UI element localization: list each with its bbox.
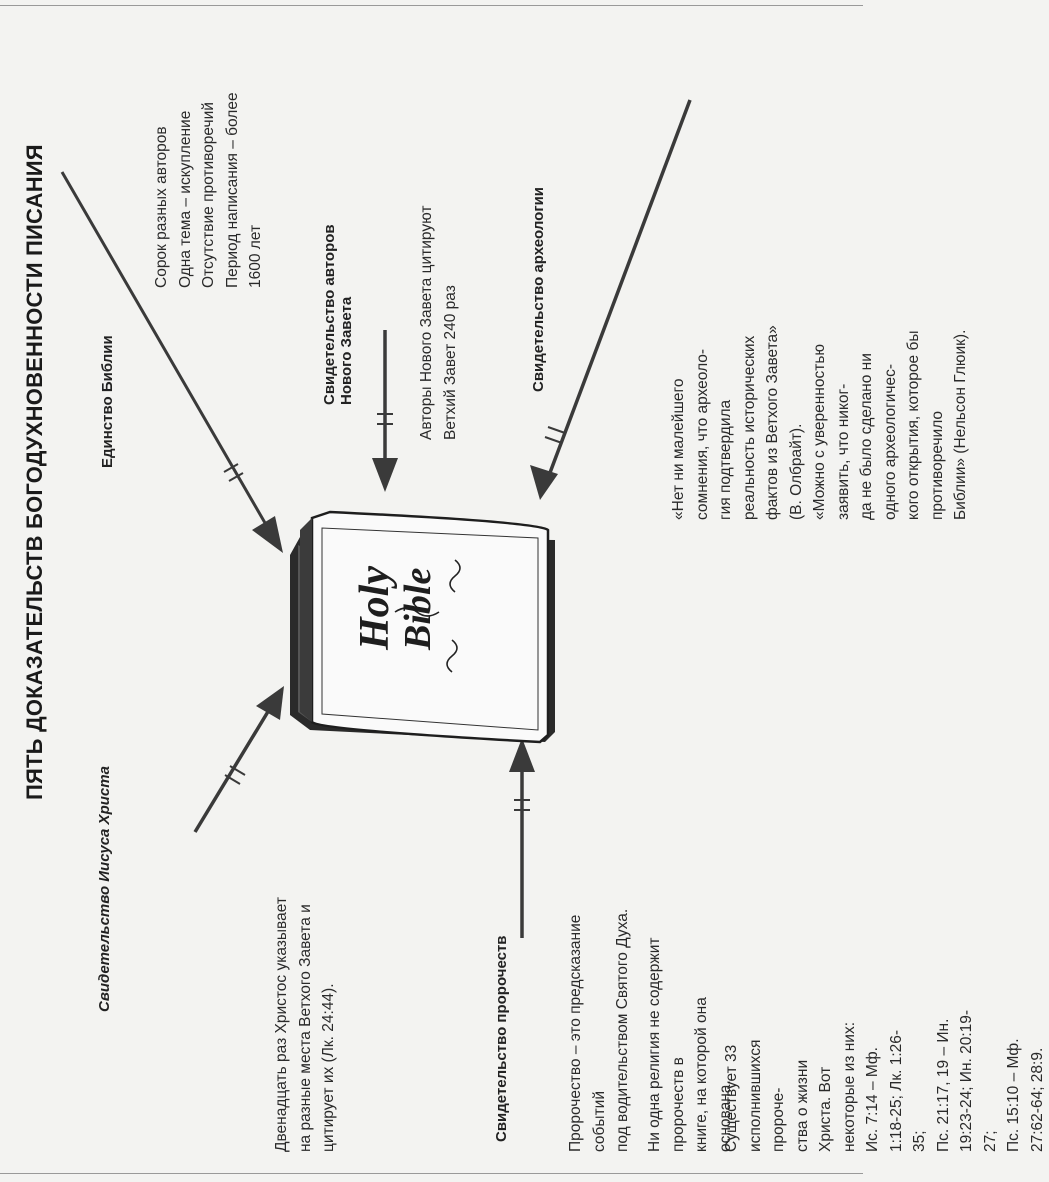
bible-book-illustration: Holy Bible — [290, 510, 555, 744]
arrow-prophecy — [509, 738, 535, 938]
diagram-artwork: Holy Bible — [60, 99, 692, 938]
label-archaeology: Свидетельство археологии — [530, 186, 547, 392]
text-prophecy-list: Существует 33 исполнившихся пророче- ств… — [723, 1009, 1046, 1152]
top-scan-border — [0, 5, 863, 6]
diagram-page: Holy Bible ПЯТЬ ДОКАЗАТЕЛЬСТВ БОГОДУХНОВ… — [0, 5, 1046, 1174]
text-prophecy-definition: Пророчество – это предсказание событий п… — [567, 908, 631, 1152]
text-jesus: Двенадцать раз Христос указывает на разн… — [273, 897, 337, 1152]
label-prophecy: Свидетельство пророчеств — [493, 935, 510, 1142]
page-title: ПЯТЬ ДОКАЗАТЕЛЬСТВ БОГОДУХНОВЕННОСТИ ПИС… — [22, 144, 47, 800]
arrow-unity — [60, 171, 283, 553]
label-unity: Единство Библии — [99, 335, 116, 468]
book-title-line2: Bible — [397, 568, 439, 651]
arrow-nt-authors — [372, 330, 398, 492]
label-nt-authors: Свидетельство авторов Нового Завета — [321, 224, 355, 405]
arrow-archaeology — [530, 99, 692, 500]
book-title-line1: Holy — [352, 566, 398, 651]
text-archaeology: «Нет ни малейшего сомнения, что археоло-… — [670, 325, 969, 520]
label-jesus: Свидетельство Иисуса Христа — [96, 766, 113, 1012]
bottom-scan-border — [0, 1173, 863, 1174]
text-nt-authors: Авторы Нового Завета цитируют Ветхий Зав… — [418, 205, 459, 440]
text-unity: Сорок разных авторов Одна тема – искупле… — [153, 92, 264, 288]
arrow-jesus — [193, 686, 284, 833]
